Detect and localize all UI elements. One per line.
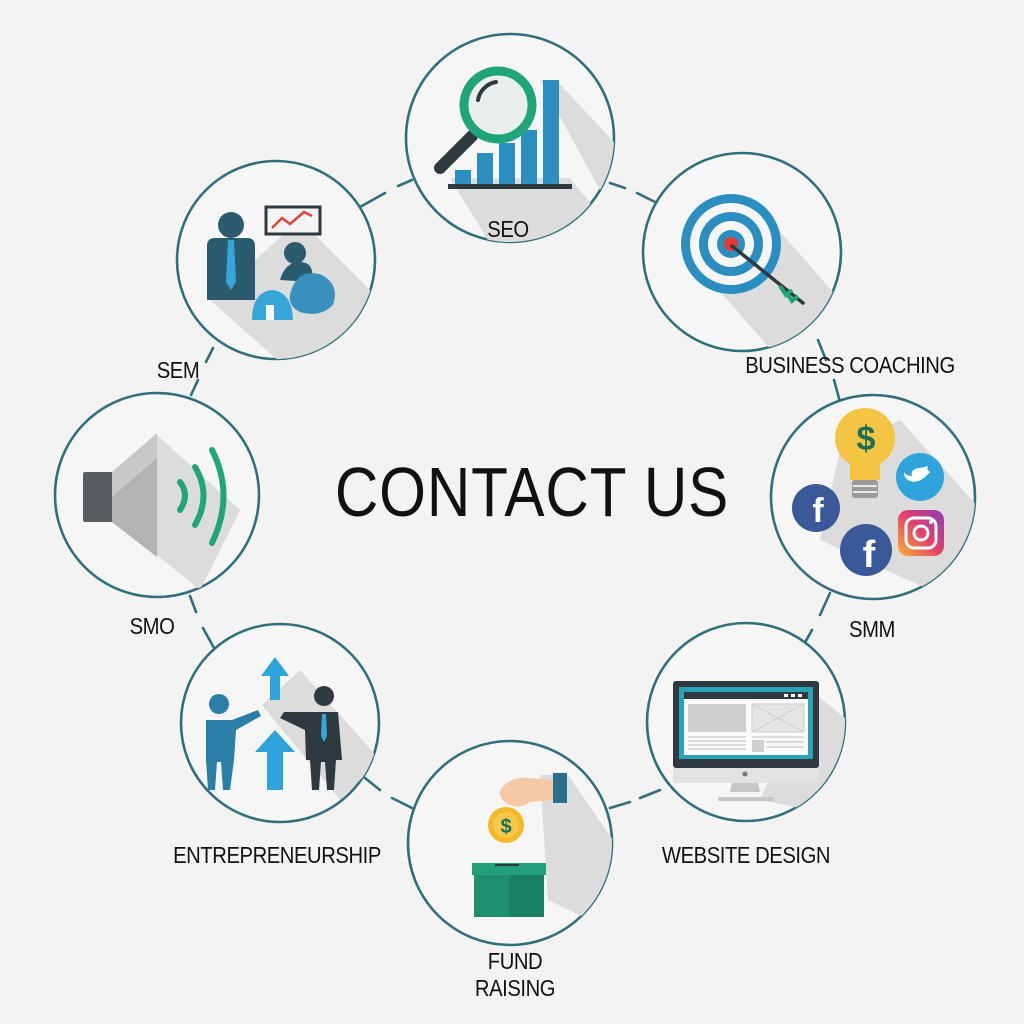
label-smm: SMM — [849, 616, 895, 642]
node-website-design[interactable] — [645, 621, 860, 823]
node-smm[interactable]: $ f f — [769, 393, 990, 601]
people-growth-arrows-icon — [206, 657, 379, 800]
label-seo: SEO — [487, 216, 529, 242]
desktop-monitor-icon — [673, 681, 845, 810]
svg-text:f: f — [812, 492, 824, 530]
connector-lines — [188, 178, 842, 810]
page-title: CONTACT US — [334, 453, 730, 531]
label-entrepreneurship: ENTREPRENEURSHIP — [173, 842, 381, 868]
target-arrow-icon — [681, 194, 840, 351]
node-sem[interactable] — [175, 159, 380, 380]
label-website-design: WEBSITE DESIGN — [661, 842, 831, 868]
node-fund-raising[interactable]: $ — [406, 739, 620, 947]
node-entrepreneurship[interactable] — [179, 622, 381, 824]
coin-donation-box-icon: $ — [472, 773, 612, 920]
label-fund-raising-line2: RAISING — [474, 975, 556, 1001]
node-seo[interactable] — [404, 32, 640, 260]
label-smo: SMO — [129, 613, 175, 639]
social-media-lightbulb-icon: $ f f — [792, 408, 975, 590]
label-fund-raising-line1: FUND — [487, 948, 543, 974]
svg-text:$: $ — [857, 420, 876, 458]
svg-text:$: $ — [500, 816, 511, 838]
node-business-coaching[interactable] — [641, 151, 843, 360]
label-sem: SEM — [156, 357, 200, 383]
speaker-sound-icon — [83, 433, 240, 590]
svg-text:f: f — [863, 534, 876, 576]
node-smo[interactable] — [53, 391, 261, 599]
label-business-coaching: BUSINESS COACHING — [745, 352, 955, 378]
